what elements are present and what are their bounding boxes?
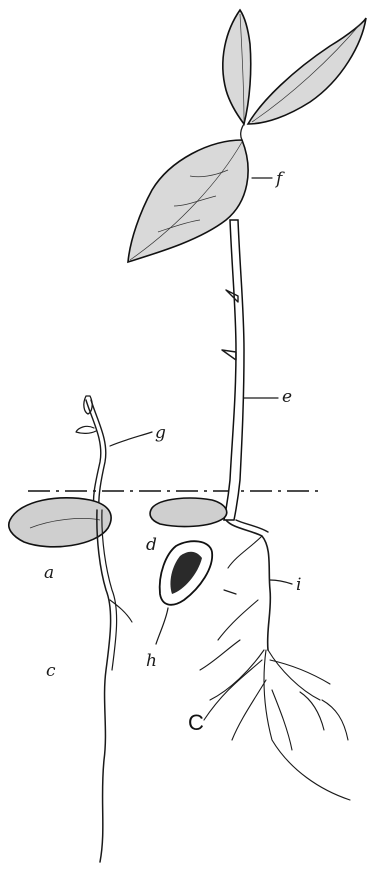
top-leaf-left: [223, 10, 251, 124]
label-e: e: [282, 387, 292, 407]
label-f: f: [274, 169, 285, 189]
right-seedling: [128, 10, 366, 800]
label-g: g: [155, 423, 166, 443]
seed-d: [150, 498, 227, 526]
label-i: i: [296, 575, 301, 595]
seed-a: [9, 498, 111, 547]
left-seedling: [9, 396, 132, 862]
label-c: c: [46, 661, 56, 681]
label-a: a: [44, 563, 54, 583]
label-h: h: [146, 651, 157, 671]
top-leaf-right: [248, 18, 366, 124]
panel-letter: C: [188, 710, 204, 735]
label-d: d: [146, 535, 157, 555]
leaf-f: [128, 140, 248, 262]
